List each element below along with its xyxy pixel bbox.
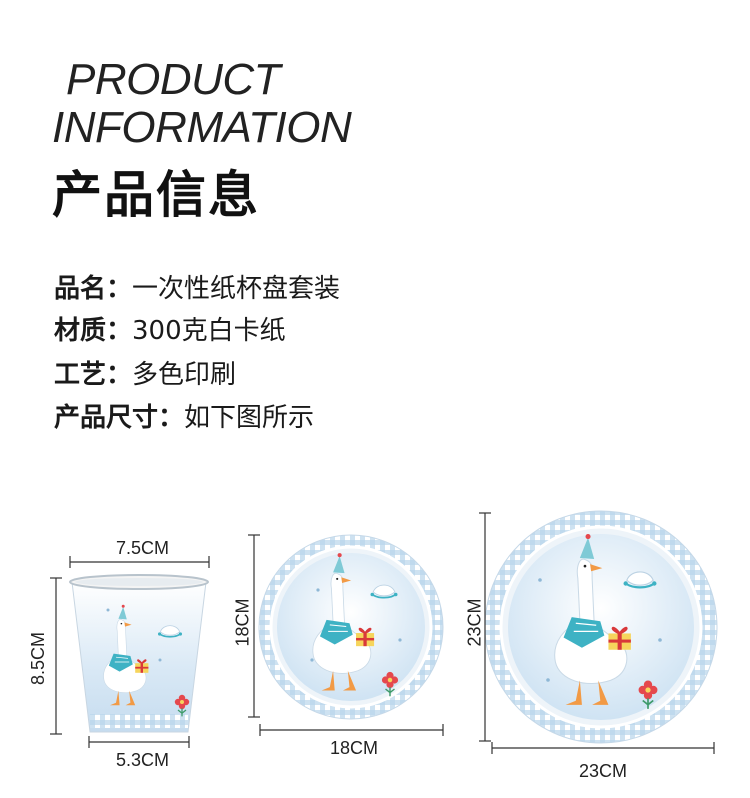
spec-value: 多色印刷 <box>132 360 237 390</box>
spec-value: 300克白卡纸 <box>132 316 286 346</box>
plate-small-width-label: 18CM <box>330 738 379 758</box>
cup-dimension-lines <box>50 556 210 748</box>
spec-key: 材质： <box>54 316 133 346</box>
spec-key: 工艺： <box>54 360 133 390</box>
spec-row-craft: 工艺：多色印刷 <box>54 362 236 388</box>
spec-row-material: 材质：300克白卡纸 <box>54 318 286 344</box>
spec-row-name: 品名：一次性纸杯盘套装 <box>54 276 340 302</box>
paper-cup <box>69 574 209 733</box>
spec-value: 一次性纸杯盘套装 <box>132 274 341 304</box>
spec-key: 产品尺寸： <box>54 403 185 433</box>
plate-small <box>258 534 444 720</box>
page-title: 产品信息 <box>52 166 260 224</box>
cup-top-diameter-label: 7.5CM <box>116 538 170 558</box>
plate-large <box>484 510 718 744</box>
spec-row-size: 产品尺寸：如下图所示 <box>54 405 314 431</box>
plate-large-height-label: 23CM <box>464 598 485 647</box>
heading-english-information: INFORMATION <box>52 103 352 152</box>
plate-large-width-label: 23CM <box>579 761 628 781</box>
cup-height-label: 8.5CM <box>28 631 49 686</box>
plate-small-dimension-lines <box>248 534 444 736</box>
cup-bottom-diameter-label: 5.3CM <box>116 750 170 770</box>
plate-small-height-label: 18CM <box>232 598 253 647</box>
plate-large-dimension-lines <box>479 512 715 754</box>
heading-english-product: PRODUCT <box>66 55 281 104</box>
spec-key: 品名： <box>54 274 133 304</box>
spec-value: 如下图所示 <box>184 403 315 433</box>
